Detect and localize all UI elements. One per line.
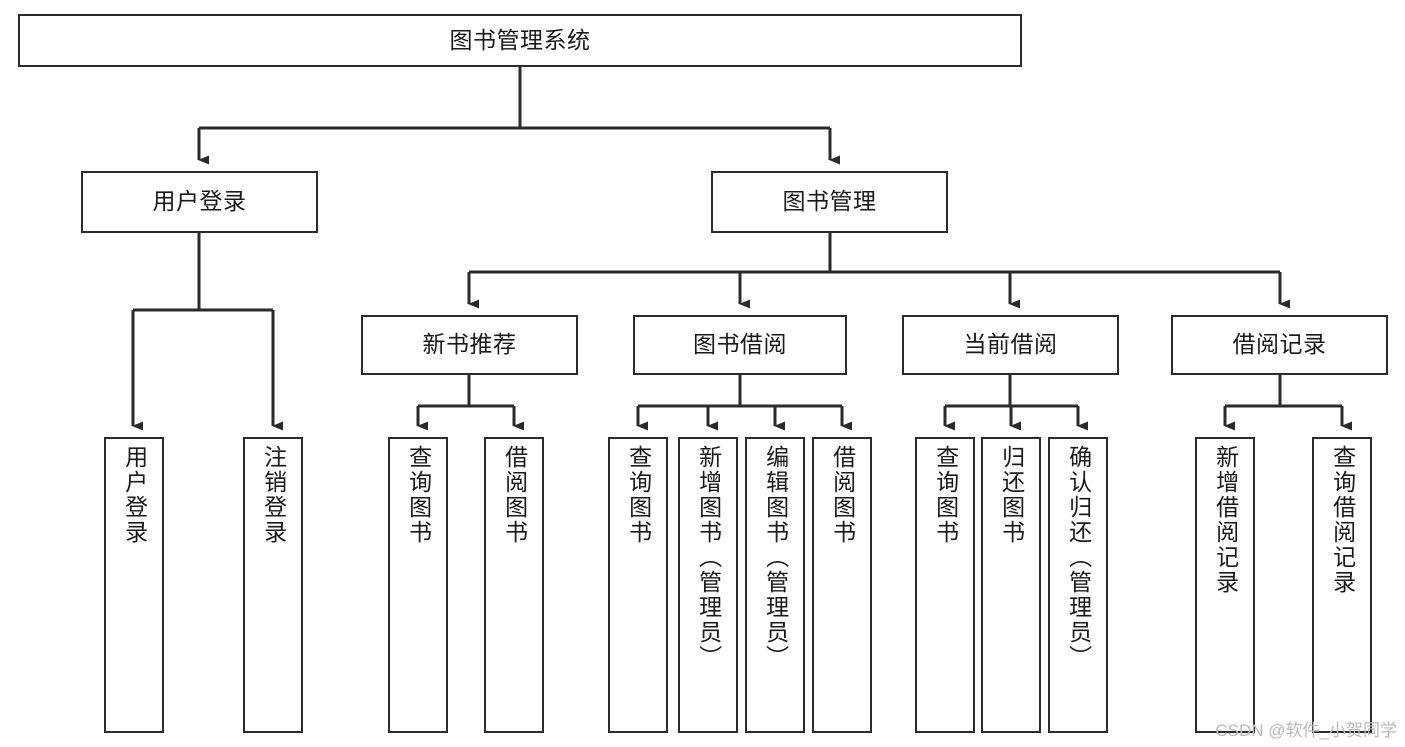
node-borrow-record-label: 借阅记录 [1232,331,1327,358]
node-new-book-recommend[interactable]: 新书推荐 [361,315,578,375]
leaf-node[interactable]: 注销登录 [243,437,303,733]
leaf-node[interactable]: 查询图书 [388,437,448,733]
leaf-node-label: 查询图书 [405,445,432,545]
node-borrow-record[interactable]: 借阅记录 [1171,315,1388,375]
node-root-label: 图书管理系统 [449,26,591,53]
leaf-node-label: 借阅图书 [829,445,856,545]
node-book-management-label: 图书管理 [782,188,877,215]
leaf-node-label: 归还图书 [998,445,1025,545]
node-book-management[interactable]: 图书管理 [711,171,948,233]
leaf-node[interactable]: 查询图书 [915,437,975,733]
leaf-node-label: 用户登录 [121,445,148,545]
leaf-node[interactable]: 新增借阅记录 [1195,437,1255,733]
leaf-node-label: 借阅图书 [501,445,528,545]
leaf-node[interactable]: 归还图书 [981,437,1041,733]
node-root[interactable]: 图书管理系统 [18,14,1022,67]
leaf-node-label: 查询图书 [625,445,652,545]
leaf-node-label: 新增图书（管理员） [695,445,722,670]
node-current-borrow-label: 当前借阅 [963,331,1058,358]
node-new-book-recommend-label: 新书推荐 [422,331,517,358]
leaf-node[interactable]: 编辑图书（管理员） [745,437,805,733]
leaf-node-label: 编辑图书（管理员） [762,445,789,670]
node-user-login-label: 用户登录 [152,188,247,215]
leaf-node[interactable]: 用户登录 [104,437,164,733]
leaf-node[interactable]: 确认归还（管理员） [1048,437,1108,733]
leaf-node-label: 确认归还（管理员） [1065,445,1092,670]
leaf-node[interactable]: 查询图书 [608,437,668,733]
node-book-borrow[interactable]: 图书借阅 [633,315,847,375]
leaf-node[interactable]: 借阅图书 [484,437,544,733]
leaf-node[interactable]: 借阅图书 [812,437,872,733]
node-user-login[interactable]: 用户登录 [81,171,318,233]
leaf-node-label: 查询借阅记录 [1329,445,1356,595]
leaf-node-label: 新增借阅记录 [1212,445,1239,595]
leaf-node-label: 查询图书 [932,445,959,545]
node-book-borrow-label: 图书借阅 [693,331,787,358]
leaf-node[interactable]: 新增图书（管理员） [678,437,738,733]
node-current-borrow[interactable]: 当前借阅 [902,315,1119,375]
leaf-node[interactable]: 查询借阅记录 [1312,437,1372,733]
leaf-node-label: 注销登录 [260,445,287,545]
